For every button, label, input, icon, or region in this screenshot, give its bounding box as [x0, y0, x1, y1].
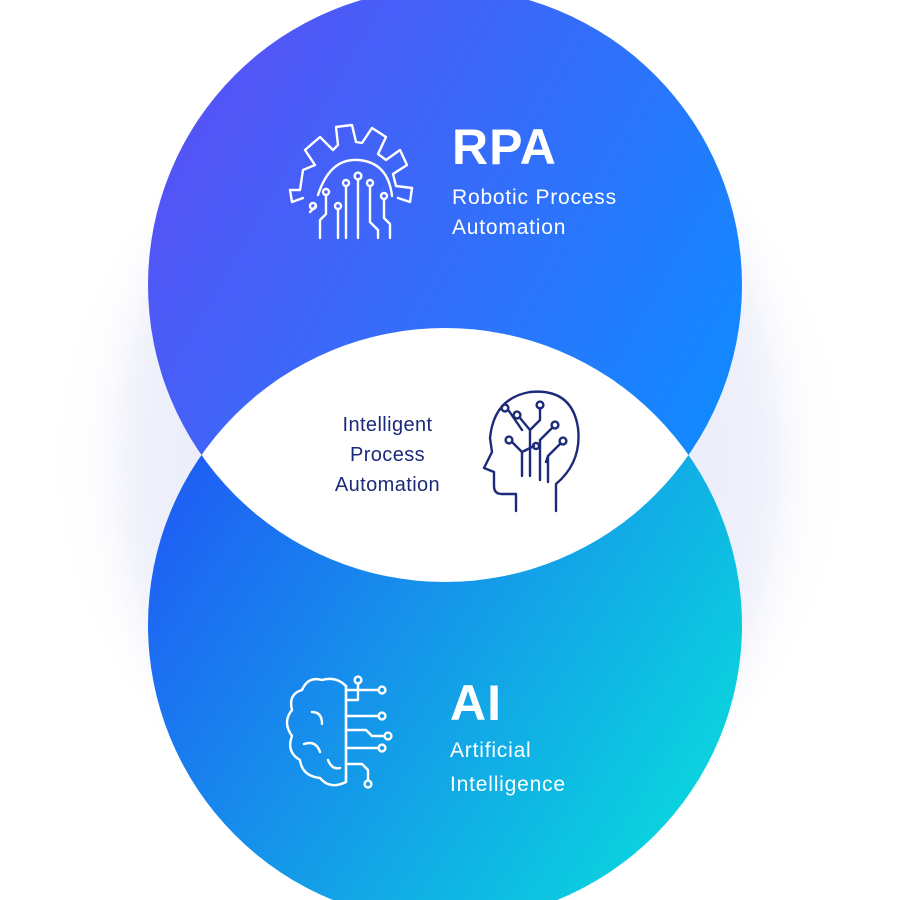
rpa-title: RPA [452, 119, 557, 175]
rpa-subtitle-line: Robotic Process [452, 186, 617, 209]
intersection-label-line: Intelligent [342, 414, 433, 436]
ai-subtitle: Artificial Intelligence [450, 734, 566, 802]
gear-circuit-icon [288, 123, 414, 240]
intersection-label-line: Process [349, 444, 426, 466]
head-circuit-icon [482, 390, 580, 513]
ai-title: AI [450, 675, 502, 731]
intersection-label: Intelligent Process Automation [300, 410, 475, 500]
ai-subtitle-line: Intelligence [450, 773, 566, 796]
intersection-label-line: Automation [334, 474, 441, 496]
ai-subtitle-line: Artificial [450, 739, 532, 762]
intersection-lens [148, 328, 742, 582]
brain-circuit-icon [285, 675, 393, 789]
rpa-subtitle: Robotic Process Automation [452, 183, 617, 243]
rpa-subtitle-line: Automation [452, 216, 567, 239]
